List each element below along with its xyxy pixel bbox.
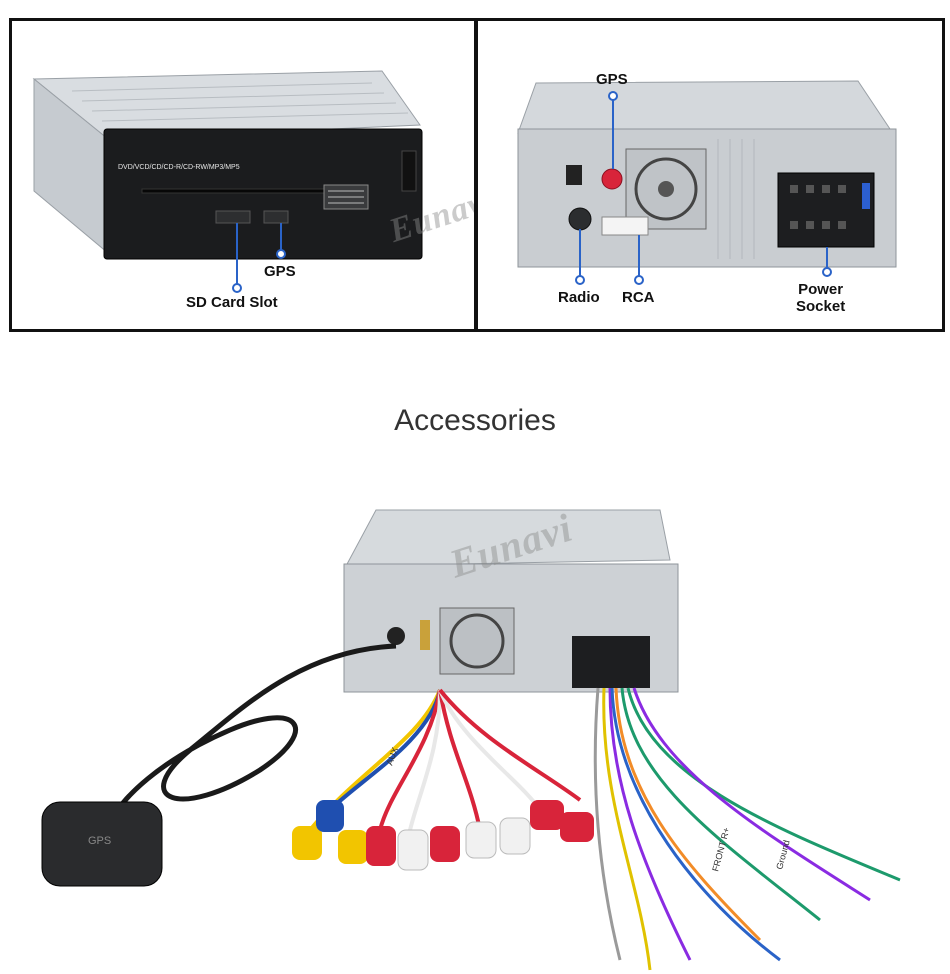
- rca-header: [601, 216, 649, 236]
- gps-connector: [601, 168, 623, 190]
- accessory-gps-connector: [420, 620, 430, 650]
- radio-callout-dot: [575, 275, 585, 285]
- disc-slot: [141, 188, 343, 194]
- rca-plug-white-2: [465, 821, 497, 859]
- rca-callout-dot: [634, 275, 644, 285]
- gps-antenna-cable: [109, 643, 397, 822]
- rca-plug-red-3: [530, 800, 564, 830]
- front-view-panel: DVD/VCD/CD/CD-R/CD-RW/MP3/MP5 SD Card Sl…: [9, 18, 477, 332]
- accessory-power-socket: [572, 636, 650, 688]
- power-socket-callout-line: [826, 247, 828, 269]
- gps-antenna-label: GPS: [88, 835, 111, 847]
- accessory-aux-jack: [387, 627, 405, 645]
- gps-front-label: GPS: [264, 263, 296, 280]
- rca-plug-yellow-2: [338, 830, 368, 864]
- socket-pins: [790, 185, 846, 229]
- socket-clip: [862, 183, 870, 209]
- accessories-title: Accessories: [394, 404, 556, 437]
- side-bracket: [401, 150, 417, 192]
- rca-plug-white-3: [499, 817, 531, 855]
- rca-plug-red-2: [430, 826, 460, 862]
- rear-ribs: [717, 139, 755, 259]
- fan-hub: [658, 181, 674, 197]
- wire-tag-aux: AUX: [384, 746, 400, 767]
- gps-front-callout-line: [280, 223, 282, 251]
- accessory-unit-top: [345, 509, 671, 567]
- fan-ring: [634, 157, 698, 221]
- rear-view-panel: GPS Radio RCA Power Socket: [475, 18, 945, 332]
- chassis-vents: [71, 82, 409, 122]
- sd-card-slot-label: SD Card Slot: [186, 294, 278, 311]
- wire-tag-ground: Ground: [774, 839, 791, 871]
- rca-label: RCA: [622, 289, 655, 306]
- gps-port: [263, 210, 289, 224]
- rca-plugs: [292, 800, 594, 871]
- rca-callout-line: [638, 235, 640, 277]
- sd-card-slot: [215, 210, 251, 224]
- front-faceplate: [103, 128, 423, 260]
- accessory-fan-ring: [449, 613, 505, 669]
- connector-pins: [328, 190, 364, 204]
- rca-harness-wires: [308, 688, 582, 832]
- sd-card-callout-line: [236, 223, 238, 285]
- power-harness-wires: [593, 687, 901, 971]
- accessories-illustration: GPS AUX FRONT R+ Ground: [41, 509, 901, 971]
- gps-front-callout-dot: [276, 249, 286, 259]
- rca-plug-red: [366, 826, 396, 866]
- power-socket: [777, 172, 875, 248]
- rca-plug-red-4: [560, 812, 594, 842]
- rca-plug-white: [397, 829, 429, 871]
- rca-plug-yellow: [292, 826, 322, 860]
- power-socket-callout-dot: [822, 267, 832, 277]
- radio-label: Radio: [558, 289, 600, 306]
- radio-callout-line: [579, 229, 581, 277]
- rear-chassis-top: [517, 80, 891, 134]
- rca-plug-blue: [316, 800, 344, 832]
- power-socket-label: Power Socket: [796, 281, 846, 315]
- gps-rear-callout-line: [612, 99, 614, 169]
- gps-antenna: [41, 801, 163, 887]
- aux-jack: [566, 165, 582, 185]
- device-caption: DVD/VCD/CD/CD-R/CD-RW/MP3/MP5: [118, 164, 240, 171]
- front-unit-illustration: DVD/VCD/CD/CD-R/CD-RW/MP3/MP5: [32, 70, 423, 260]
- rear-unit-illustration: [517, 80, 897, 268]
- sd-card-callout-dot: [232, 283, 242, 293]
- radio-antenna-jack: [568, 207, 592, 231]
- gps-rear-label: GPS: [596, 71, 628, 88]
